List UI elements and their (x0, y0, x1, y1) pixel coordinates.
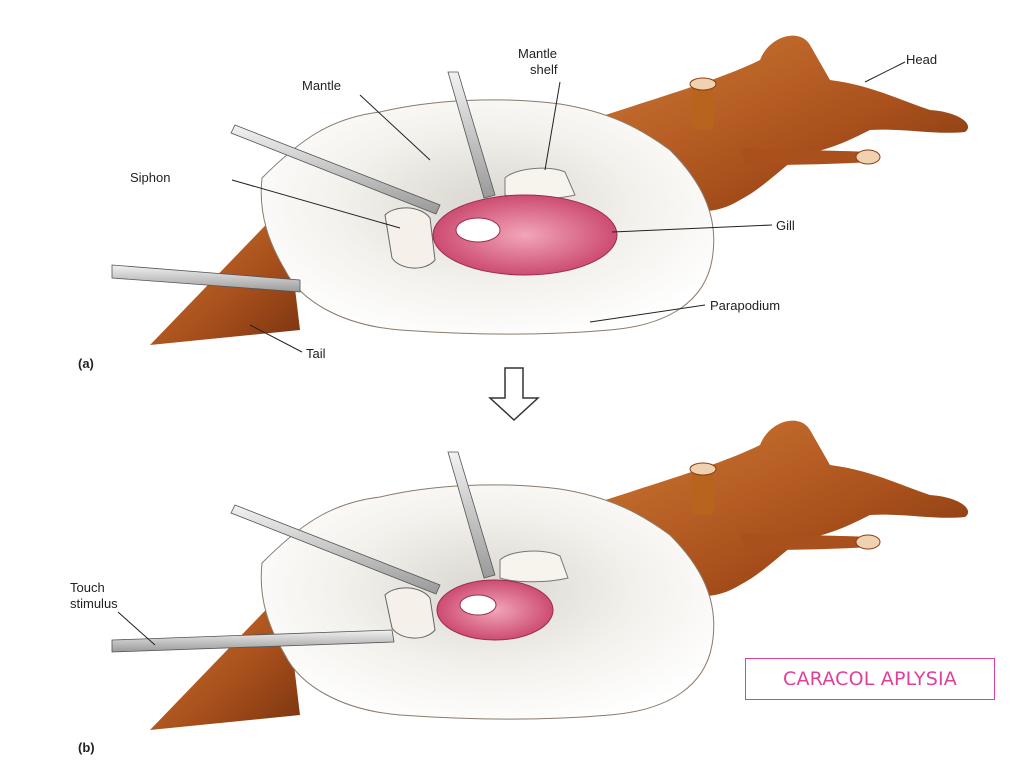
label-touch-2: stimulus (70, 596, 118, 611)
label-touch-1: Touch (70, 580, 105, 595)
panel-a: Mantle Mantle shelf Head Siphon Gill Par… (78, 35, 969, 371)
label-mantle: Mantle (302, 78, 341, 93)
mantle-shelf-shape (504, 167, 576, 200)
caption-box: CARACOL APLYSIA (745, 658, 995, 700)
label-parapodium: Parapodium (710, 298, 780, 313)
siphon-shape-b (384, 587, 436, 639)
caption-text: CARACOL APLYSIA (783, 668, 957, 690)
panel-b: Touch stimulus (b) (70, 420, 969, 755)
probe-touch (111, 629, 395, 653)
rhinophore-shape-b (692, 467, 714, 515)
leader-gill (611, 224, 773, 233)
down-arrow-icon (488, 367, 540, 422)
panel-b-tag: (b) (78, 740, 95, 755)
label-siphon: Siphon (130, 170, 170, 185)
tentacle-shape (740, 148, 870, 165)
rhinophore-tip (689, 77, 717, 91)
probe-vertical (447, 71, 496, 199)
probe-vertical-b (447, 451, 496, 579)
leader-mantle-shelf (544, 81, 561, 171)
leader-tail (249, 324, 303, 353)
gill-inner (455, 217, 501, 243)
siphon-shape (384, 207, 436, 269)
tentacle-tip (855, 149, 881, 165)
leader-head (864, 61, 906, 83)
probe-upper-left-b (230, 504, 441, 595)
gill-shape (432, 194, 618, 276)
mantle-shelf-shape-b (499, 550, 569, 583)
label-gill: Gill (776, 218, 795, 233)
tentacle-shape-b (740, 533, 870, 550)
label-mantle-shelf-2: shelf (530, 62, 558, 77)
rhinophore-shape (692, 82, 714, 130)
probe-lower (111, 264, 301, 293)
gill-inner-b (459, 594, 497, 616)
leader-siphon (231, 179, 401, 229)
leader-mantle (359, 94, 431, 161)
label-head: Head (906, 52, 937, 67)
panel-a-tag: (a) (78, 356, 94, 371)
gill-shape-b (436, 579, 554, 641)
label-mantle-shelf-1: Mantle (518, 46, 557, 61)
tail-shape-b (150, 590, 300, 730)
tentacle-tip-b (855, 534, 881, 550)
leader-touch-stimulus (117, 611, 156, 646)
leader-parapodium (589, 304, 706, 323)
probe-upper-left (230, 124, 441, 215)
rhinophore-tip-b (689, 462, 717, 476)
label-tail: Tail (306, 346, 326, 361)
